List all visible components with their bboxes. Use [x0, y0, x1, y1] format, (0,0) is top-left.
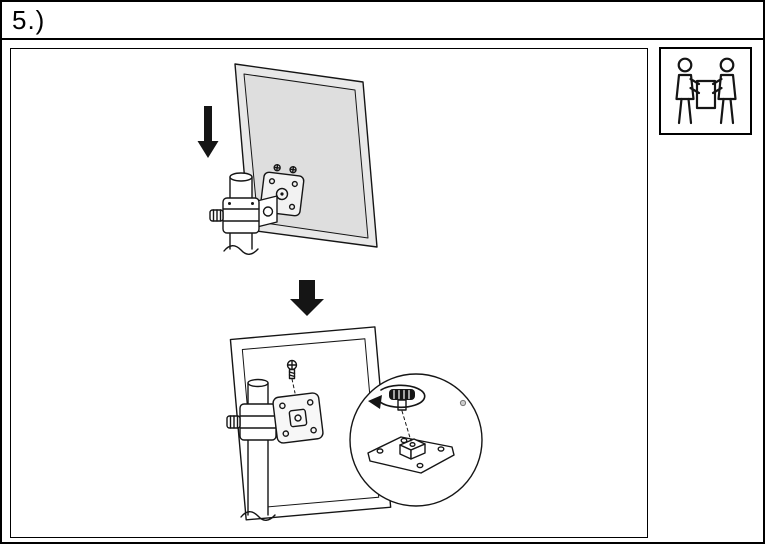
two-person-lift-icon — [659, 47, 752, 135]
pole-break-squiggle — [240, 511, 276, 521]
person-right — [711, 57, 737, 125]
carried-panel — [695, 79, 716, 110]
pole-clamp-top-illustration — [209, 172, 278, 255]
pole-break-squiggle — [223, 245, 259, 255]
pole-collar — [239, 403, 277, 441]
rotate-arrow-icon — [368, 384, 426, 409]
clamp-knob — [209, 209, 224, 222]
arm-joint — [262, 206, 274, 217]
thumbscrew-icon — [389, 389, 415, 411]
person-left — [674, 57, 700, 125]
screw-guide-dashed-line — [401, 410, 412, 442]
large-down-arrow-icon — [290, 280, 324, 316]
phillips-screw-icon — [286, 359, 298, 394]
step-header: 5.) — [2, 2, 763, 40]
detail-center-bracket — [399, 438, 426, 460]
two-person-lift-graphic — [674, 57, 737, 125]
detail-screw-dot — [459, 399, 467, 407]
assembly-illustration — [197, 63, 483, 521]
illustration-panel — [10, 48, 648, 538]
down-arrow-icon — [197, 106, 219, 158]
step-number-label: 5.) — [12, 4, 46, 35]
plate-screw-icon — [273, 164, 297, 174]
vesa-plate-mounted — [272, 392, 324, 444]
thumbscrew-zoom-detail — [349, 373, 483, 507]
clamp-knob — [226, 415, 241, 429]
